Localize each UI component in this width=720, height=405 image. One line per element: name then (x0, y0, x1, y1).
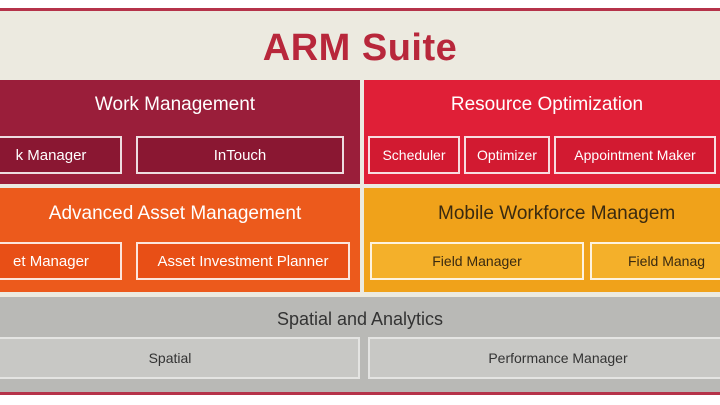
mobile-workforce-management-panel: Mobile Workforce Managem Field Manager F… (364, 188, 720, 292)
scheduler-box: Scheduler (368, 136, 460, 174)
field-manager-box: Field Manager (370, 242, 584, 280)
diagram-frame: ARM Suite Work Management k Manager InTo… (0, 8, 720, 395)
resource-optimization-title: Resource Optimization (450, 94, 644, 115)
spatial-and-analytics-panel: Spatial and Analytics Spatial Performanc… (0, 297, 720, 392)
optimizer-box: Optimizer (464, 136, 550, 174)
work-management-panel: Work Management k Manager InTouch (0, 80, 360, 184)
advanced-asset-management-panel: Advanced Asset Management et Manager Ass… (0, 188, 360, 292)
spatial-box: Spatial (0, 337, 360, 379)
spatial-and-analytics-title: Spatial and Analytics (276, 309, 444, 329)
resource-optimization-panel: Resource Optimization Scheduler Optimize… (364, 80, 720, 184)
appointment-maker-box: Appointment Maker (554, 136, 716, 174)
asset-manager-box: et Manager (0, 242, 122, 280)
diagram-title: ARM Suite (262, 27, 458, 69)
mobile-workforce-management-title: Mobile Workforce Managem (438, 203, 676, 224)
field-manager-2-box: Field Manag (590, 242, 720, 280)
performance-manager-box: Performance Manager (368, 337, 720, 379)
intouch-box: InTouch (136, 136, 344, 174)
asset-investment-planner-box: Asset Investment Planner (136, 242, 350, 280)
work-manager-box: k Manager (0, 136, 122, 174)
work-management-title: Work Management (94, 94, 256, 115)
advanced-asset-management-title: Advanced Asset Management (48, 203, 302, 224)
